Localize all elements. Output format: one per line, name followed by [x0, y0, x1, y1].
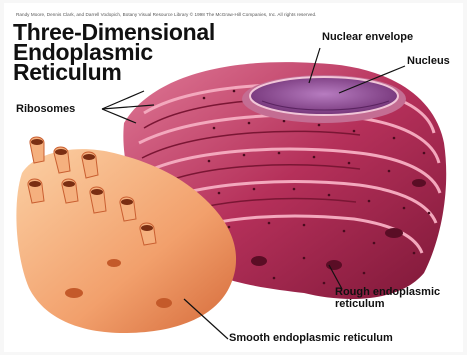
label-rough-er-line-1: Rough endoplasmic: [335, 286, 440, 298]
title-line-3: Reticulum: [13, 62, 215, 82]
label-nucleus: Nucleus: [407, 55, 450, 67]
label-ribosomes: Ribosomes: [16, 103, 75, 115]
label-rough-er: Rough endoplasmic reticulum: [335, 286, 440, 310]
diagram-title: Three-Dimensional Endoplasmic Reticulum: [13, 22, 215, 82]
label-rough-er-line-2: reticulum: [335, 298, 440, 310]
label-nuclear-envelope: Nuclear envelope: [322, 31, 413, 43]
nucleus: [242, 75, 406, 123]
figure-canvas: Randy Moore, Dennis Clark, and Darrell V…: [4, 3, 463, 352]
label-smooth-er: Smooth endoplasmic reticulum: [229, 332, 393, 344]
copyright-credit: Randy Moore, Dennis Clark, and Darrell V…: [16, 12, 316, 17]
